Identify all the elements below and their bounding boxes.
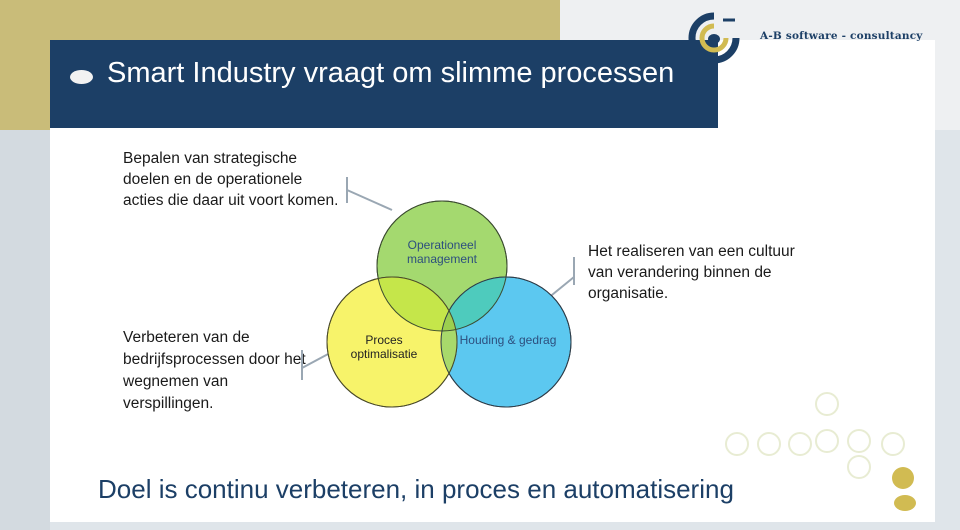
company-logo-icon — [688, 12, 740, 64]
company-logo-text: A-B software - consultancy — [760, 30, 923, 42]
title-bar — [50, 40, 718, 128]
text-culture-change: Het realiseren van een cultuur van veran… — [588, 243, 795, 302]
slide-title: Smart Industry vraagt om slimme processe… — [107, 57, 675, 89]
text-strategic-goals: Bepalen van strategische doelen en de op… — [123, 150, 339, 209]
title-bullet-icon — [70, 70, 93, 84]
label-proces-optimalisatie: Proces optimalisatie — [350, 333, 418, 361]
logo-panel — [560, 0, 960, 40]
bottom-conclusion-text: Doel is continu verbeteren, in proces en… — [98, 474, 734, 504]
label-operationeel-management: Operationeel management — [406, 238, 478, 266]
text-process-improvement: Verbeteren van de bedrijfsprocessen door… — [123, 329, 306, 412]
label-houding-gedrag: Houding & gedrag — [459, 333, 557, 347]
